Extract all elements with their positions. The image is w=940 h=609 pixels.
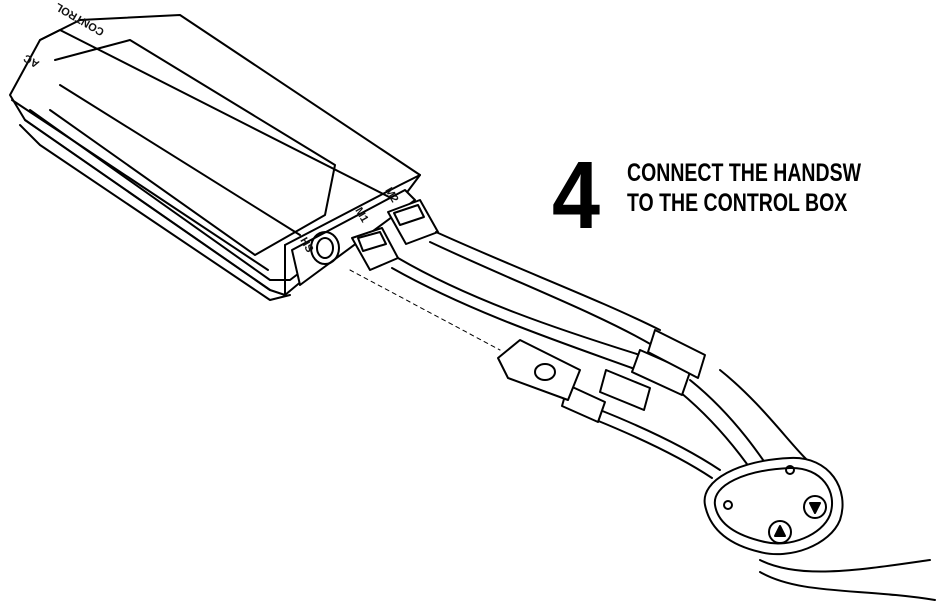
handswitch-connector xyxy=(497,339,581,401)
instruction-line-1: CONNECT THE HANDSW xyxy=(627,159,861,187)
strain-reliefs xyxy=(561,329,706,423)
handswitch xyxy=(703,456,844,556)
cable-bundle xyxy=(391,231,936,601)
step-instruction: CONNECT THE HANDSW TO THE CONTROL BOX xyxy=(627,158,861,218)
step-number: 4 xyxy=(552,142,600,249)
control-box xyxy=(9,14,421,301)
connection-guide-line xyxy=(349,269,501,351)
instruction-line-2: TO THE CONTROL BOX xyxy=(627,189,848,217)
motor-plug-m2 xyxy=(387,199,439,245)
